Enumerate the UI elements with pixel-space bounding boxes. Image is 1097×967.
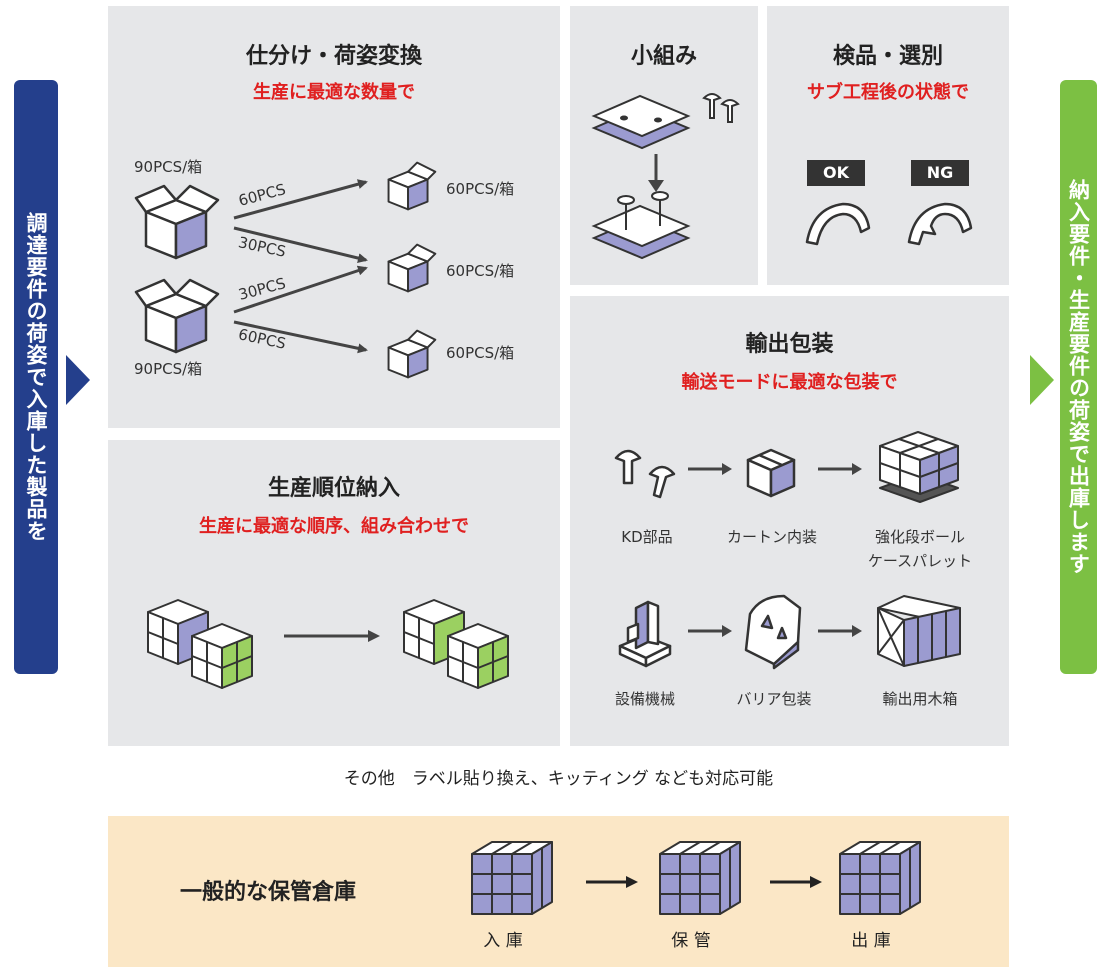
- arch-part-ng-icon: [907, 202, 973, 246]
- inspection-subtitle: サブ工程後の状態で: [807, 82, 969, 103]
- sorting-title: 仕分け・荷姿変換: [245, 44, 422, 69]
- open-box-icon: [134, 278, 220, 354]
- right-arrow-icon: [818, 625, 862, 637]
- storage-cube-icon: [471, 841, 553, 915]
- source-box-label-bottom: 90PCS/箱: [134, 360, 203, 378]
- open-box-icon: [134, 184, 220, 260]
- arch-part-ok-icon: [805, 202, 871, 246]
- sequence-title: 生産順位納入: [267, 476, 400, 501]
- carton-box-icon: [746, 448, 796, 498]
- subassembly-panel: 小組み: [570, 6, 758, 285]
- source-box-label-top: 90PCS/箱: [134, 158, 203, 176]
- sequence-panel: 生産順位納入 生産に最適な順序、組み合わせで: [108, 440, 560, 746]
- kd-parts-label: KD部品: [621, 528, 673, 546]
- open-box-icon: [387, 329, 437, 379]
- right-arrow-icon: [818, 463, 862, 475]
- open-box-icon: [387, 243, 437, 293]
- crate-label: 輸出用木箱: [882, 690, 958, 708]
- cube-stack-icon: [403, 599, 509, 689]
- sequence-subtitle: 生産に最適な順序、組み合わせで: [199, 516, 469, 537]
- storage-step-label: 入 庫: [483, 931, 523, 951]
- pallet-boxes-icon: [879, 431, 959, 503]
- right-triangle-icon: [66, 355, 90, 405]
- sorting-panel: 仕分け・荷姿変換 生産に最適な数量で 90PCS/箱 90PCS/箱 60PCS…: [108, 6, 560, 428]
- left-banner: 調達要件の荷姿で入庫した製品を: [14, 80, 58, 674]
- other-services-note: その他 ラベル貼り換え、キッティング なども対応可能: [343, 769, 774, 789]
- storage-panel: 一般的な保管倉庫: [108, 816, 1009, 967]
- storage-step-label: 保 管: [671, 931, 711, 951]
- barrier-wrap-icon: [744, 594, 802, 670]
- dest-box-label: 60PCS/箱: [446, 344, 515, 362]
- machine-icon: [618, 600, 672, 668]
- right-arrow-icon: [770, 876, 822, 888]
- ng-label: NG: [926, 163, 954, 182]
- dest-box-label: 60PCS/箱: [446, 262, 515, 280]
- inspection-title: 検品・選別: [832, 44, 943, 69]
- storage-cube-icon: [659, 841, 741, 915]
- storage-title: 一般的な保管倉庫: [180, 880, 357, 905]
- ok-badge: OK: [807, 160, 865, 186]
- left-banner-text: 調達要件の荷姿で入庫した製品を: [24, 212, 48, 542]
- wooden-crate-icon: [877, 595, 961, 667]
- inspection-panel: 検品・選別 サブ工程後の状態で OK NG: [767, 6, 1009, 285]
- pallet-label-1: 強化段ボール: [874, 528, 965, 546]
- open-box-icon: [387, 161, 437, 211]
- right-arrow-icon: [688, 463, 732, 475]
- right-arrow-icon: [688, 625, 732, 637]
- ng-badge: NG: [911, 160, 969, 186]
- right-banner: 納入要件・生産要件の荷姿で出庫します: [1060, 80, 1097, 674]
- pallet-label-2: ケースパレット: [867, 552, 973, 570]
- right-triangle-icon: [1030, 355, 1054, 405]
- sorting-subtitle: 生産に最適な数量で: [253, 82, 415, 103]
- right-arrow-icon: [586, 876, 638, 888]
- distribution-arrows: [233, 179, 368, 354]
- storage-step-label: 出 庫: [851, 931, 891, 951]
- ok-label: OK: [823, 163, 849, 182]
- plate-parts-icon: [591, 93, 740, 260]
- export-panel: 輸出包装 輸送モードに最適な包装で KD部: [570, 296, 1009, 746]
- right-banner-text: 納入要件・生産要件の荷姿で出庫します: [1066, 179, 1091, 575]
- storage-cube-icon: [839, 841, 921, 915]
- export-title: 輸出包装: [745, 332, 834, 357]
- dest-box-label: 60PCS/箱: [446, 180, 515, 198]
- cube-stack-icon: [147, 599, 253, 689]
- right-arrow-icon: [284, 630, 380, 642]
- export-subtitle: 輸送モードに最適な包装で: [681, 372, 898, 393]
- subassembly-title: 小組み: [630, 44, 697, 69]
- carton-label: カートン内装: [726, 528, 817, 546]
- barrier-label: バリア包装: [736, 690, 812, 708]
- bolt-parts-icon: [614, 449, 676, 499]
- machine-label: 設備機械: [614, 690, 675, 708]
